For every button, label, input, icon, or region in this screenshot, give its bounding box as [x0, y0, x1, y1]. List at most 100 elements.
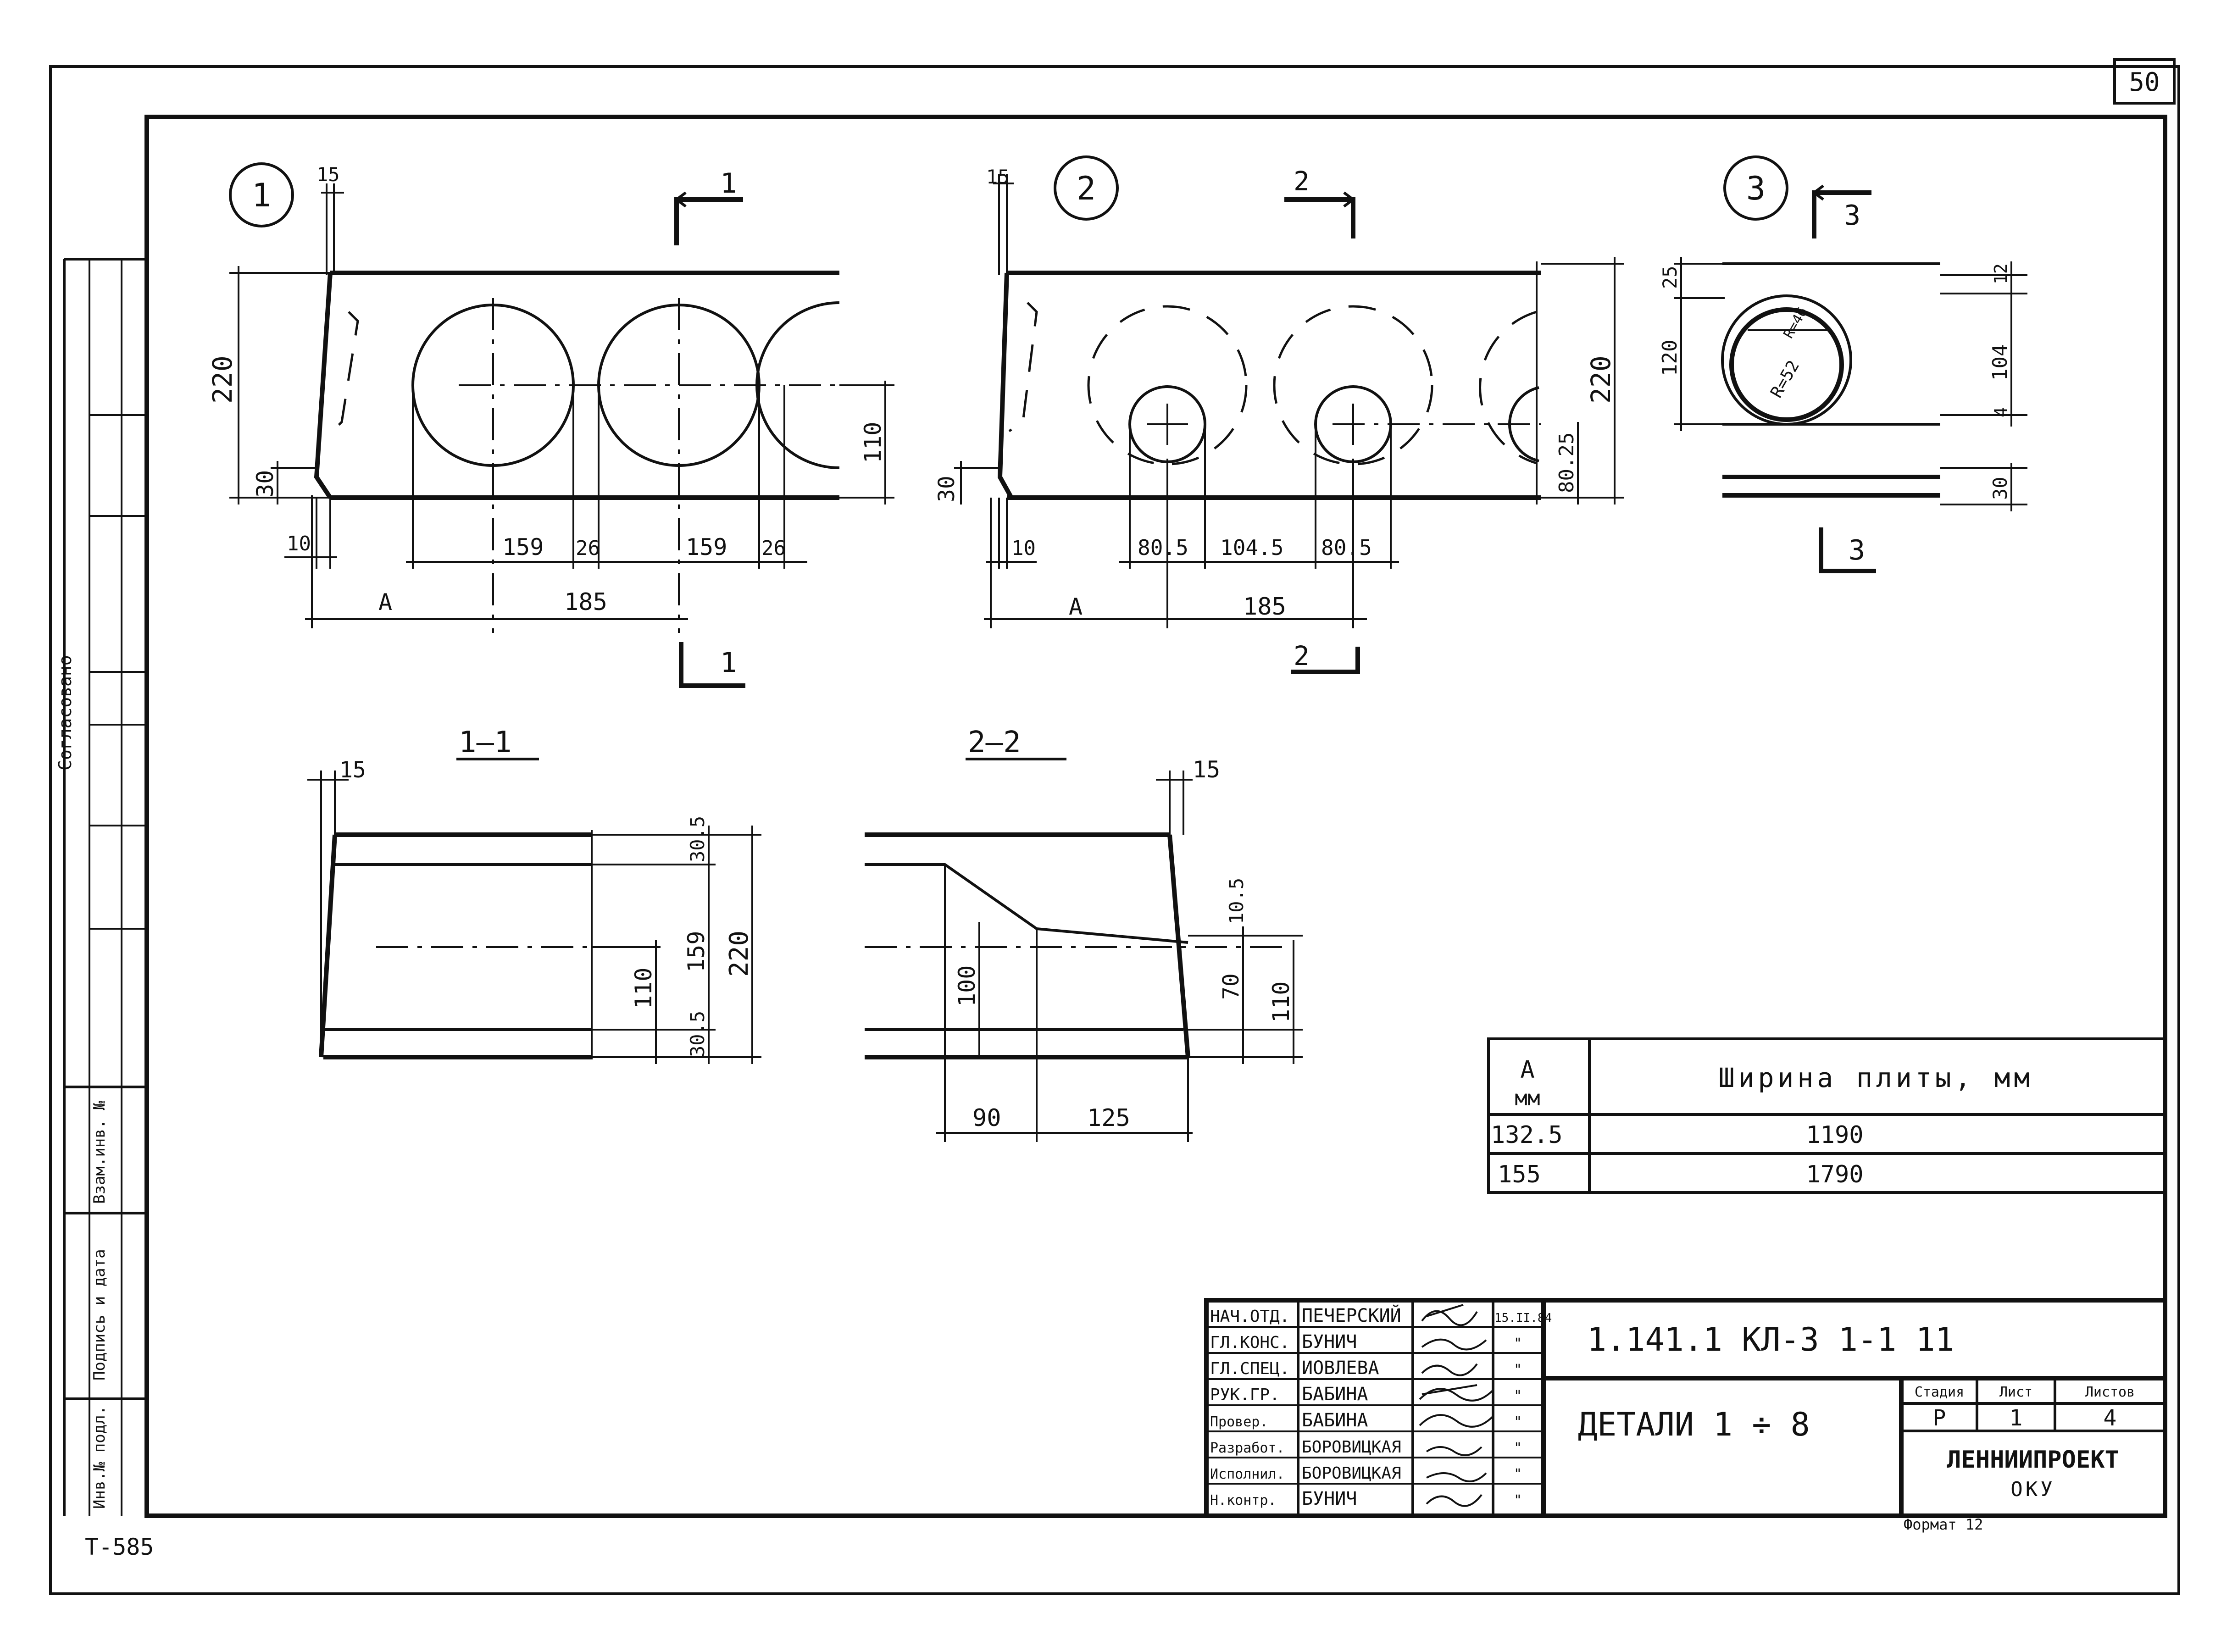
- drawing-title: ДЕТАЛИ 1 ÷ 8: [1578, 1406, 1810, 1443]
- section-1-1-title: 1—1: [459, 726, 512, 759]
- sig-date-1: 15.II.84: [1494, 1311, 1552, 1325]
- table-row-2-a: 155: [1498, 1161, 1541, 1188]
- department: ОКУ: [2010, 1478, 2055, 1501]
- svg-text:Исполнил.: Исполнил.: [1210, 1466, 1285, 1482]
- svg-text:30: 30: [252, 470, 278, 498]
- table-header-width: Ширина плиты, мм: [1719, 1062, 2034, 1093]
- detail-3-inner-circle: [1729, 307, 1844, 422]
- sheet-header: Лист: [1999, 1384, 2032, 1400]
- svg-text:А: А: [378, 589, 392, 615]
- svg-text:30.5: 30.5: [686, 1011, 709, 1057]
- svg-text:R=52: R=52: [1767, 357, 1803, 401]
- detail-3-section-mark-top: 3: [1844, 200, 1860, 232]
- svg-text:110: 110: [860, 422, 886, 463]
- label-sign-date: Подпись и дата: [90, 1249, 109, 1380]
- svg-text:220: 220: [207, 355, 238, 404]
- svg-text:159: 159: [502, 534, 544, 560]
- section-2-2: 2—2 15 100 10.5 70 110 90 125: [865, 726, 1303, 1142]
- label-agreed: Согласовано: [55, 655, 75, 771]
- svg-text:БОРОВИЦКАЯ: БОРОВИЦКАЯ: [1302, 1438, 1401, 1457]
- svg-text:30: 30: [934, 476, 960, 502]
- detail-2: 2 2 2 15 220 80.25 30: [934, 155, 1624, 674]
- svg-text:26: 26: [576, 537, 600, 560]
- svg-text:Н.контр.: Н.контр.: [1210, 1492, 1277, 1508]
- svg-text:БАБИНА: БАБИНА: [1302, 1384, 1368, 1405]
- svg-text:4: 4: [1991, 407, 2011, 417]
- sheet-value: 1: [2010, 1405, 2023, 1431]
- svg-text:104.5: 104.5: [1220, 535, 1283, 560]
- svg-text:": ": [1514, 1492, 1522, 1508]
- svg-text:БУНИЧ: БУНИЧ: [1302, 1488, 1357, 1509]
- detail-1: 1 1 1 220 30 110 15: [207, 162, 894, 688]
- svg-text:ГЛ.СПЕЦ.: ГЛ.СПЕЦ.: [1210, 1359, 1289, 1378]
- svg-text:БУНИЧ: БУНИЧ: [1302, 1331, 1357, 1353]
- svg-text:26: 26: [761, 537, 786, 560]
- sig-role-1: НАЧ.ОТД.: [1210, 1307, 1289, 1326]
- svg-text:30: 30: [1989, 477, 2011, 500]
- format-note: Формат 12: [1904, 1516, 1983, 1533]
- document-code: 1.141.1 КЛ-3 1-1 11: [1587, 1321, 1954, 1358]
- detail-3-number: 3: [1746, 170, 1766, 207]
- svg-text:БАБИНА: БАБИНА: [1302, 1410, 1368, 1431]
- table-row-1-width: 1190: [1806, 1121, 1863, 1149]
- title-block: НАЧ.ОТД. ПЕЧЕРСКИЙ 15.II.84 ГЛ.КОНС. БУН…: [1204, 1298, 2167, 1518]
- svg-text:10: 10: [1011, 537, 1036, 560]
- detail-1-section-mark-top: 1: [720, 167, 737, 200]
- detail-3-section-mark-bottom: 3: [1849, 534, 1865, 566]
- svg-text:159: 159: [686, 534, 727, 560]
- svg-text:80.25: 80.25: [1555, 432, 1578, 493]
- detail-3-outer-circle: [1721, 294, 1852, 426]
- svg-text:РУК.ГР.: РУК.ГР.: [1210, 1386, 1280, 1404]
- svg-text:100: 100: [954, 965, 980, 1007]
- svg-text:110: 110: [1268, 981, 1294, 1023]
- svg-text:Разработ.: Разработ.: [1210, 1440, 1285, 1456]
- svg-text:159: 159: [683, 931, 710, 972]
- svg-text:": ": [1514, 1362, 1522, 1378]
- svg-text:110: 110: [630, 968, 657, 1009]
- detail-2-section-mark-top: 2: [1294, 166, 1310, 197]
- svg-text:220: 220: [1585, 355, 1616, 404]
- section-2-2-title: 2—2: [968, 726, 1021, 759]
- section-1-1: 1—1 15 30.5 159 110 30.5 220: [307, 726, 761, 1064]
- detail-2-dashed-void-1: [1087, 305, 1248, 466]
- page-number-box: [2113, 58, 2176, 105]
- table-header-unit: мм: [1515, 1086, 1540, 1110]
- label-inv-replace: Взам.инв. №: [90, 1100, 109, 1204]
- organization: ЛЕННИИПРОЕКТ: [1947, 1446, 2119, 1474]
- signature-scribbles: [1419, 1304, 1494, 1507]
- svg-text:90: 90: [972, 1104, 1001, 1132]
- stage-header: Стадия: [1915, 1384, 1964, 1400]
- svg-text:185: 185: [1243, 593, 1286, 621]
- table-row-2-width: 1790: [1806, 1161, 1863, 1188]
- svg-text:А: А: [1069, 593, 1083, 620]
- svg-text:": ": [1514, 1388, 1522, 1404]
- svg-text:70: 70: [1218, 973, 1244, 1000]
- svg-text:25: 25: [1659, 266, 1681, 289]
- svg-text:10.5: 10.5: [1225, 878, 1248, 924]
- detail-2-section-mark-bottom: 2: [1294, 640, 1310, 671]
- svg-text:220: 220: [724, 931, 754, 977]
- detail-1-number-circle: [229, 162, 294, 227]
- svg-text:125: 125: [1087, 1104, 1130, 1132]
- side-strip: Согласовано Взам.инв. № Подпись и дата И…: [55, 258, 147, 1516]
- svg-text:104: 104: [1988, 344, 2012, 381]
- detail-3-number-circle: [1723, 155, 1788, 221]
- table-row-1-a: 132.5: [1491, 1121, 1563, 1149]
- detail-1-section-mark-bottom: 1: [720, 647, 737, 679]
- label-inv-orig: Инв.№ подл.: [90, 1406, 109, 1509]
- width-table: А мм Ширина плиты, мм 132.5 1190 155 179…: [1487, 1037, 2166, 1194]
- svg-text:80.5: 80.5: [1321, 535, 1372, 560]
- page-number: 50: [2129, 67, 2160, 97]
- detail-3: 3 3 3 R=52 R=46 25 120 12 104 4 30: [1658, 155, 2027, 573]
- svg-text:15: 15: [1193, 756, 1220, 783]
- svg-text:Провер.: Провер.: [1210, 1414, 1268, 1430]
- svg-text:": ": [1514, 1414, 1522, 1430]
- svg-text:ГЛ.КОНС.: ГЛ.КОНС.: [1210, 1333, 1289, 1352]
- detail-2-number-circle: [1054, 155, 1119, 221]
- stage-value: Р: [1933, 1405, 1946, 1431]
- svg-text:15: 15: [339, 757, 366, 783]
- sig-name-1: ПЕЧЕРСКИЙ: [1302, 1304, 1401, 1326]
- table-header-a: А: [1520, 1056, 1534, 1084]
- detail-2-dashed-void-2: [1273, 305, 1433, 466]
